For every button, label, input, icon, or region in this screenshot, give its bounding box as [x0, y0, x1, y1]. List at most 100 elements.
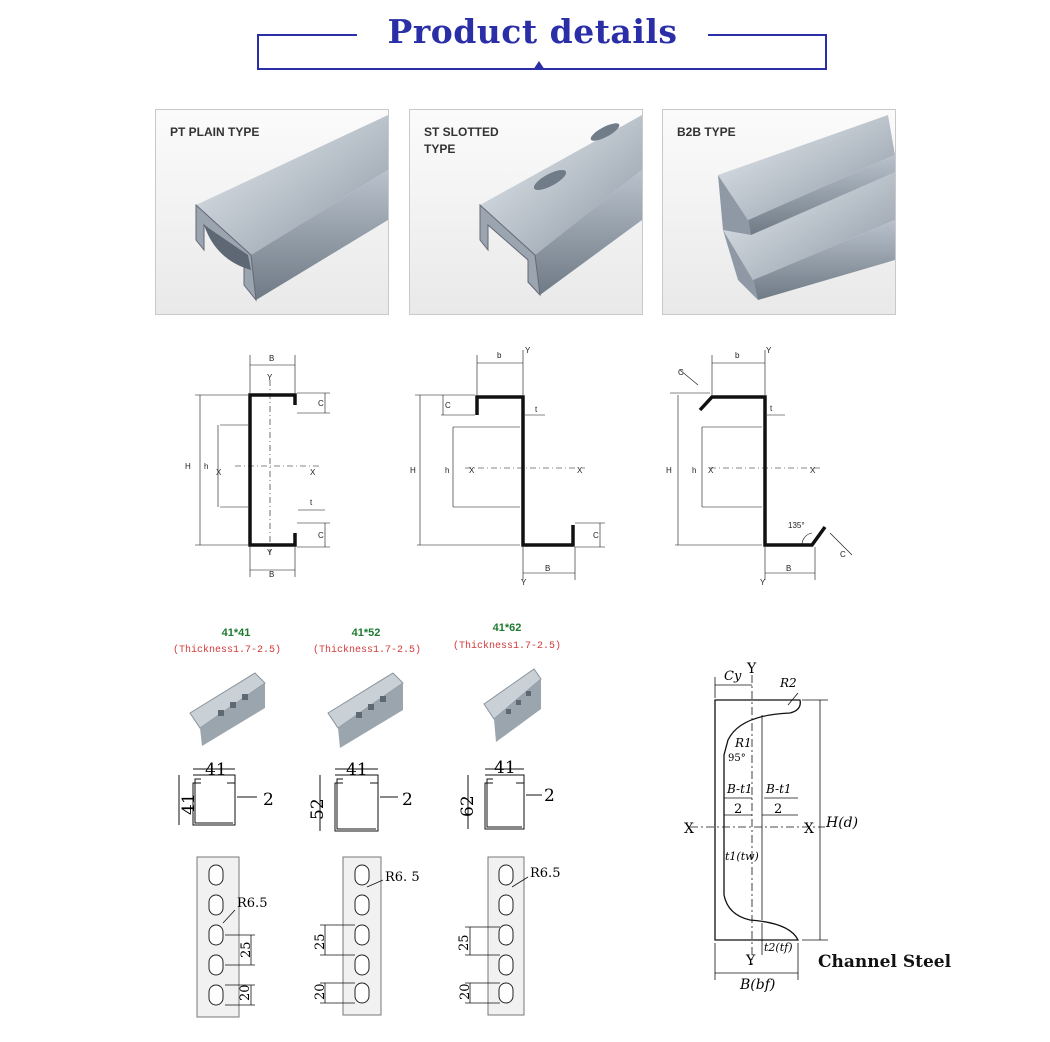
frac-left-den: 2 — [734, 802, 742, 817]
profile-height: 41 — [179, 793, 199, 815]
channel-steel-diagram: Cy Y R2 R1 95° B-t1 2 B-t1 2 X X H(d) t1… — [684, 661, 858, 993]
axis-x-left: X — [684, 821, 694, 837]
slot-radius: R6.5 — [530, 866, 560, 881]
dim-C-bottom: C — [593, 531, 599, 540]
channel-steel-caption: Channel Steel — [818, 952, 952, 972]
axis-Y-bottom: Y — [760, 578, 766, 587]
profile-thickness: 2 — [544, 786, 555, 806]
product-photo-slotted: ST SLOTTED TYPE — [409, 109, 643, 315]
axis-Y-top: Y — [267, 373, 273, 382]
size-41x52-slot-strip: R6. 5 25 20 — [313, 856, 420, 1016]
axis-X-right: X — [577, 466, 583, 475]
label-tw: t1(tw) — [725, 850, 759, 863]
dim-h: h — [692, 466, 696, 475]
header-rule-left — [257, 34, 357, 36]
size-title: 41*41 — [221, 627, 251, 639]
header-rule-right — [708, 34, 827, 36]
dim-B-bottom: B — [269, 570, 274, 579]
dim-b: b — [735, 351, 740, 360]
axis-X-right: X — [810, 466, 816, 475]
profile-width: 41 — [494, 758, 516, 778]
size-41x41-photo — [189, 672, 266, 746]
dim-H: H — [666, 466, 672, 475]
profile-height: 62 — [458, 795, 478, 817]
slot-pitch: 25 — [313, 933, 328, 950]
axis-y-bottom: Y — [745, 953, 756, 969]
size-41x41-slot-strip: R6.5 25 20 — [196, 856, 267, 1018]
size-title: 41*62 — [492, 622, 522, 634]
axis-X-right: X — [310, 468, 316, 477]
label-95deg: 95° — [728, 753, 746, 764]
dim-B-top: B — [269, 354, 274, 363]
dim-B: B — [786, 564, 791, 573]
axis-Y-bottom: Y — [521, 578, 527, 587]
axis-Y-bottom: Y — [267, 548, 273, 557]
dim-t: t — [535, 405, 538, 414]
axis-Y-top: Y — [766, 346, 772, 355]
slot-pitch: 25 — [239, 941, 254, 958]
slot-length: 20 — [238, 984, 253, 1001]
plain-channel-illustration — [195, 115, 388, 302]
frac-right-den: 2 — [774, 802, 782, 817]
dim-t: t — [310, 498, 313, 507]
dim-C-top: C — [678, 368, 684, 377]
label-r2: R2 — [779, 676, 797, 690]
axis-X-left: X — [469, 466, 475, 475]
dim-H: H — [410, 466, 416, 475]
dim-h: h — [445, 466, 449, 475]
dim-h: h — [204, 462, 208, 471]
label-hd: H(d) — [825, 815, 858, 831]
axis-x-right: X — [804, 821, 814, 837]
slot-radius: R6. 5 — [385, 870, 420, 885]
product-photo-plain: PT PLAIN TYPE — [155, 109, 389, 315]
product-photo-b2b: B2B TYPE — [662, 109, 896, 315]
slot-length: 20 — [313, 983, 328, 1000]
label-tf: t2(tf) — [764, 941, 793, 954]
thickness-label: (Thickness1.7-2.5) — [172, 645, 282, 656]
profile-height: 52 — [308, 798, 328, 820]
slotted-type-drawing: b Y C t H h X X C B Y — [410, 346, 605, 587]
profile-width: 41 — [346, 760, 368, 780]
dim-B: B — [545, 564, 550, 573]
axis-y-top: Y — [746, 661, 757, 677]
size-41x52-photo — [327, 672, 404, 748]
angle-label: 135° — [788, 521, 805, 530]
thickness-label: (Thickness1.7-2.5) — [312, 645, 422, 656]
page-title: Product details — [387, 12, 678, 51]
b2b-channel-illustration — [718, 115, 895, 300]
size-41x52-profile: 41 52 2 — [308, 760, 413, 832]
dim-C-bottom: C — [840, 550, 846, 559]
b2b-type-drawing: b Y C t H h X X 135° C B Y — [666, 346, 853, 587]
axis-Y-top: Y — [525, 346, 531, 355]
frac-right-num: B-t1 — [765, 782, 792, 796]
slot-length: 20 — [458, 983, 473, 1000]
profile-thickness: 2 — [263, 790, 274, 810]
size-title: 41*52 — [351, 627, 381, 639]
label-bf: B(bf) — [739, 977, 775, 993]
size-41x62-photo — [483, 668, 542, 742]
plain-type-drawing: B Y C H h X X t C Y B — [185, 354, 330, 579]
dim-t: t — [770, 404, 773, 413]
dim-H: H — [185, 462, 191, 471]
size-41x41-profile: 41 41 2 — [178, 760, 274, 826]
axis-X-left: X — [216, 468, 222, 477]
product-label: ST SLOTTED TYPE — [424, 125, 499, 156]
slot-radius: R6.5 — [237, 896, 267, 911]
profile-thickness: 2 — [402, 790, 413, 810]
product-label: B2B TYPE — [677, 125, 736, 139]
label-r1: R1 — [734, 736, 752, 750]
dim-C-top: C — [318, 399, 324, 408]
frac-left-num: B-t1 — [726, 782, 753, 796]
size-41x62-slot-strip: R6.5 25 20 — [457, 856, 560, 1016]
dim-b: b — [497, 351, 502, 360]
label-cy: Cy — [724, 669, 742, 684]
axis-X-left: X — [708, 466, 714, 475]
header-triangle-icon — [533, 61, 545, 70]
size-41x62-profile: 41 62 2 — [458, 758, 555, 830]
dim-C-bottom: C — [318, 531, 324, 540]
slot-pitch: 25 — [457, 934, 472, 951]
thickness-label: (Thickness1.7-2.5) — [452, 641, 562, 652]
product-label: PT PLAIN TYPE — [170, 125, 260, 139]
profile-width: 41 — [205, 760, 227, 780]
dim-C-top: C — [445, 401, 451, 410]
